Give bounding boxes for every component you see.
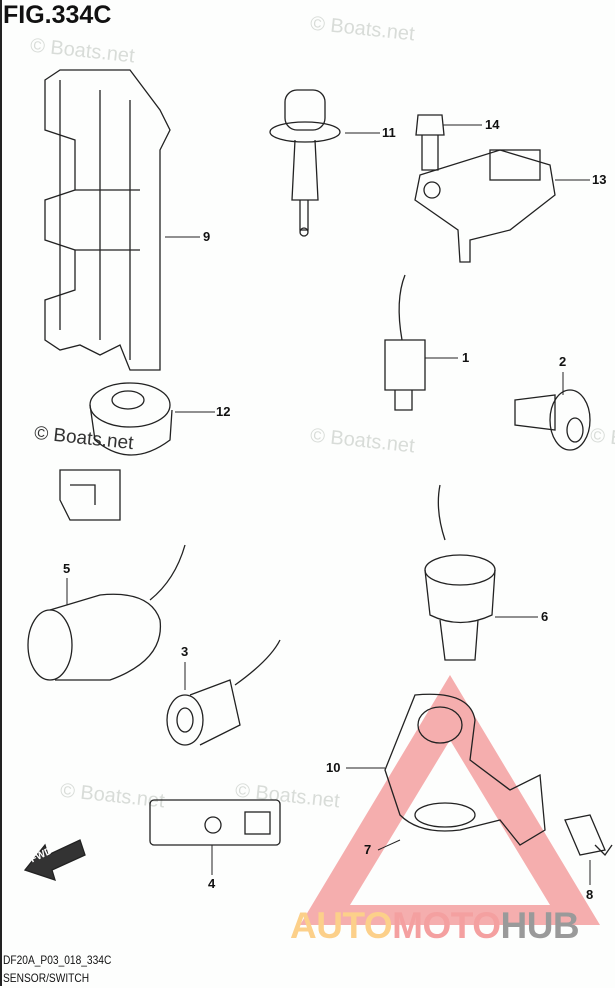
part-5-switch <box>27 544 186 681</box>
fwd-arrow-icon <box>23 839 86 882</box>
part-3-sensor <box>166 639 281 746</box>
logo-triangle <box>300 675 600 925</box>
callout-2: 2 <box>559 354 567 369</box>
callout-1: 1 <box>462 350 470 365</box>
part-8-bolt <box>564 814 613 857</box>
callout-9: 9 <box>203 229 211 244</box>
figure-code: DF20A_P03_018_334C <box>3 953 112 967</box>
callout-6: 6 <box>541 609 549 624</box>
part-6-switch <box>424 484 496 661</box>
part-10-bracket <box>384 693 546 846</box>
part-1-sensor <box>384 274 426 411</box>
part-2-knock-sensor <box>514 389 591 451</box>
part-14-bolt <box>415 114 445 171</box>
callout-14: 14 <box>485 117 500 132</box>
part-13-map-sensor <box>414 149 556 263</box>
leader-lines <box>66 124 591 885</box>
callout-13: 13 <box>592 172 607 187</box>
callout-12: 12 <box>216 404 231 419</box>
logo-wordmark: AUTOMOTOHUB <box>290 905 580 946</box>
callout-5: 5 <box>63 561 71 576</box>
figure-title: FIG.334C <box>3 1 112 29</box>
callout-8: 8 <box>586 887 594 902</box>
part-4-label <box>149 799 281 846</box>
callout-11: 11 <box>382 125 396 140</box>
callout-7: 7 <box>364 842 372 857</box>
part-12-grommet <box>59 382 173 521</box>
part-11-sensor <box>269 89 341 237</box>
part-9-bracket <box>44 69 171 371</box>
callout-10: 10 <box>326 760 341 775</box>
callout-3: 3 <box>181 644 189 659</box>
figure-caption: SENSOR/SWITCH <box>3 971 90 985</box>
callout-4: 4 <box>208 876 216 891</box>
